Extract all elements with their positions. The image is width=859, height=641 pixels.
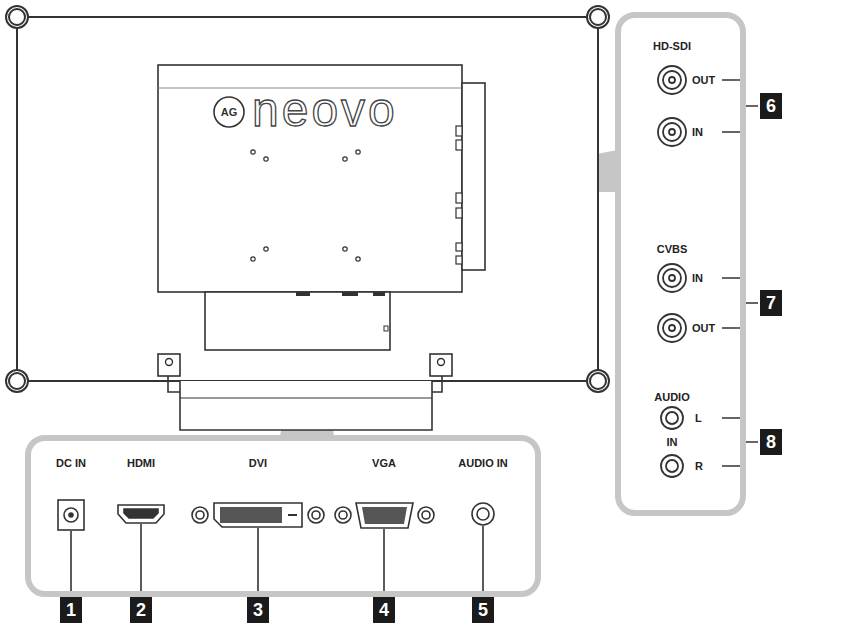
corner-mounts [6,6,609,392]
bnc-connector [658,66,686,94]
bnc-connector [658,118,686,146]
stand-foot [430,354,452,376]
audio-jack [472,503,494,525]
callout-number: 1 [60,597,82,623]
connector-label: L [695,413,702,424]
connector-label: HDMI [127,458,155,469]
callout-number: 4 [379,601,389,619]
callout-number: 1 [66,601,76,619]
rca-jack [661,455,683,477]
callout-number: 5 [478,601,488,619]
logo-badge-text: AG [221,107,238,118]
vesa-holes [251,150,360,261]
logo-badge [214,97,244,127]
callout-number: 8 [766,433,776,451]
monitor-frame [17,17,598,381]
bottom-ports [296,292,385,296]
connector-label: OUT [692,323,715,334]
callout-number: 2 [136,601,146,619]
bnc-connector [658,264,686,292]
stand-neck [205,292,390,350]
dvi-port [192,503,324,527]
side-io-module [462,83,485,270]
connector-label: CVBS [657,244,688,255]
stand-foot [158,354,180,376]
callout-panel: HD-SDI OUT IN CVBS IN OUT AUDIO L IN R [615,12,746,516]
brand-logo: neovo [252,86,398,134]
side-ports [456,126,462,264]
callout-number: 8 [760,429,782,455]
connector-label: DC IN [56,458,86,469]
vga-port [335,503,434,528]
stand-base [180,381,432,430]
rca-jack [661,407,683,429]
connector-label: VGA [372,458,396,469]
rear-housing [158,65,462,292]
callout-panel: DC IN HDMI DVI VGA AUDIO IN [25,435,541,597]
callout-number: 6 [760,93,782,119]
callout-number: 5 [472,597,494,623]
leader-lines [71,524,483,596]
connector-label: AUDIO IN [458,458,508,469]
connector-label: DVI [249,458,267,469]
callout-number: 3 [253,601,263,619]
callout-number: 3 [247,597,269,623]
callout-number: 4 [373,597,395,623]
connector-label: IN [692,127,703,138]
connector-label: IN [667,437,678,448]
callout-number: 2 [130,597,152,623]
callout-number: 7 [766,294,776,312]
connector-label: OUT [692,75,715,86]
hdmi-port [118,505,164,523]
dc-jack [58,500,84,530]
connector-label: HD-SDI [653,41,691,52]
bracket-lines [722,80,758,466]
callout-number: 6 [766,97,776,115]
connector-label: R [695,461,703,472]
bnc-connector [658,314,686,342]
connector-label: AUDIO [654,392,689,403]
connector-label: IN [692,273,703,284]
callout-number: 7 [760,290,782,316]
